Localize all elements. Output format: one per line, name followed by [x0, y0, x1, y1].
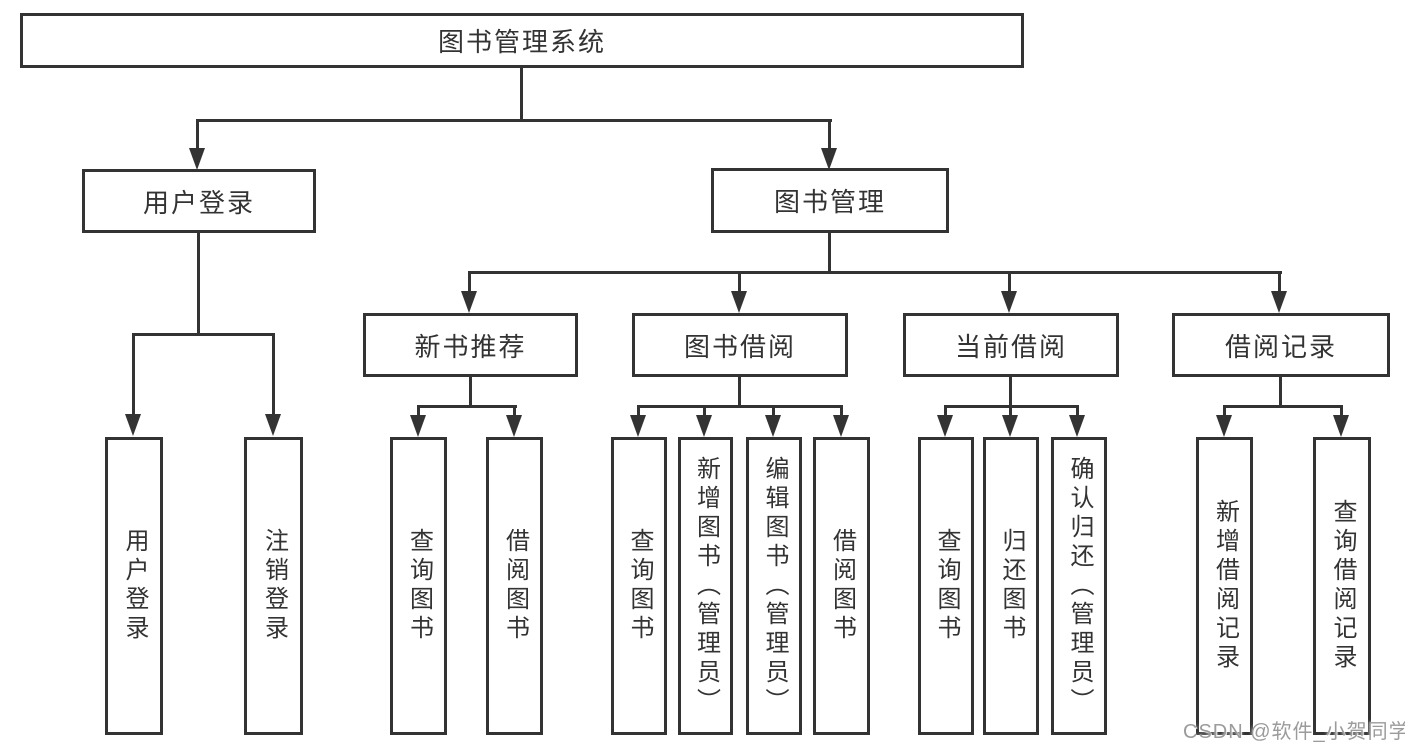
edge-bookmgmt-drop-2 — [738, 271, 741, 293]
edge-currentborrow-arrowhead-2 — [1002, 415, 1018, 437]
edge-userlogin-drop-right — [272, 333, 275, 415]
edge-bookmgmt-drop-3 — [1008, 271, 1011, 293]
edge-bookmgmt-stem — [828, 233, 831, 274]
node-book-borrow-label: 图书借阅 — [683, 331, 796, 362]
leaf-borrow-add-book: 新增图书（管理员） — [678, 437, 733, 735]
node-new-book-rec: 新书推荐 — [363, 313, 578, 377]
leaf-records-query-record-label: 查询借阅记录 — [1329, 499, 1356, 673]
edge-bookmgmt-drop-4 — [1278, 271, 1281, 293]
edge-userlogin-arrowhead-right — [265, 414, 281, 436]
node-book-borrow: 图书借阅 — [632, 313, 848, 377]
edge-bookborrow-arrowhead-2 — [696, 415, 712, 437]
leaf-records-query-record: 查询借阅记录 — [1313, 437, 1371, 735]
edge-borrowrecords-stem — [1279, 377, 1282, 408]
leaf-borrow-borrow-book: 借阅图书 — [813, 437, 870, 735]
edge-root-arrowhead-right — [821, 148, 837, 170]
edge-bookborrow-arrowhead-1 — [630, 415, 646, 437]
edge-bookmgmt-branch — [468, 271, 1282, 274]
edge-currentborrow-stem — [1009, 377, 1012, 408]
node-borrow-records: 借阅记录 — [1172, 313, 1390, 377]
node-book-mgmt: 图书管理 — [711, 168, 949, 233]
leaf-logout-label: 注销登录 — [260, 528, 288, 644]
edge-newbookrec-arrowhead-2 — [506, 415, 522, 437]
leaf-cur-query-book: 查询图书 — [918, 437, 974, 735]
leaf-cur-confirm-return: 确认归还（管理员） — [1051, 437, 1107, 735]
leaf-borrow-borrow-book-label: 借阅图书 — [828, 528, 856, 644]
edge-root-drop-left — [196, 119, 199, 149]
leaf-cur-confirm-return-label: 确认归还（管理员） — [1066, 455, 1093, 717]
edge-newbookrec-arrowhead-1 — [410, 415, 426, 437]
edge-bookmgmt-arrowhead-3 — [1001, 291, 1017, 313]
leaf-records-add-record-label: 新增借阅记录 — [1211, 499, 1239, 673]
edge-currentborrow-drop-1 — [944, 405, 947, 417]
edge-userlogin-branch — [132, 333, 275, 336]
edge-currentborrow-arrowhead-1 — [937, 415, 953, 437]
leaf-user-login: 用户登录 — [105, 437, 163, 735]
edge-userlogin-drop-left — [132, 333, 135, 415]
leaf-borrow-query-book: 查询图书 — [611, 437, 667, 735]
edge-borrowrecords-drop-1 — [1223, 405, 1226, 417]
edge-bookborrow-drop-3 — [772, 405, 775, 417]
node-book-mgmt-label: 图书管理 — [773, 187, 886, 217]
leaf-borrow-edit-book-label: 编辑图书（管理员） — [761, 455, 788, 717]
edge-bookborrow-arrowhead-3 — [765, 415, 781, 437]
edge-root-stem — [520, 68, 523, 122]
edge-currentborrow-drop-3 — [1076, 405, 1079, 417]
edge-root-arrowhead-left — [189, 148, 205, 170]
edge-bookborrow-drop-1 — [637, 405, 640, 417]
edge-bookmgmt-arrowhead-1 — [461, 291, 477, 313]
edge-root-branch — [196, 119, 832, 122]
leaf-cur-return-book-label: 归还图书 — [998, 528, 1025, 644]
edge-borrowrecords-drop-2 — [1340, 405, 1343, 417]
edge-userlogin-stem — [197, 233, 200, 336]
edge-bookborrow-drop-2 — [703, 405, 706, 417]
edge-borrowrecords-arrowhead-2 — [1333, 415, 1349, 437]
edge-borrowrecords-branch — [1223, 405, 1343, 408]
edge-bookborrow-arrowhead-4 — [833, 415, 849, 437]
leaf-cur-query-book-label: 查询图书 — [933, 528, 960, 644]
edge-bookborrow-stem — [738, 377, 741, 408]
leaf-borrow-query-book-label: 查询图书 — [626, 528, 653, 644]
edge-borrowrecords-arrowhead-1 — [1216, 415, 1232, 437]
edge-newbookrec-stem — [469, 377, 472, 408]
leaf-cur-return-book: 归还图书 — [983, 437, 1039, 735]
leaf-user-login-label: 用户登录 — [121, 528, 148, 644]
node-user-login: 用户登录 — [82, 169, 316, 233]
edge-newbookrec-branch — [417, 405, 517, 408]
edge-currentborrow-arrowhead-3 — [1069, 415, 1085, 437]
leaf-borrow-edit-book: 编辑图书（管理员） — [746, 437, 802, 735]
node-current-borrow: 当前借阅 — [903, 313, 1119, 377]
leaf-rec-borrow-book-label: 借阅图书 — [501, 528, 529, 644]
edge-bookmgmt-arrowhead-2 — [731, 291, 747, 313]
node-user-login-label: 用户登录 — [142, 187, 255, 218]
node-current-borrow-label: 当前借阅 — [954, 331, 1067, 362]
edge-bookmgmt-drop-1 — [468, 271, 471, 293]
edge-newbookrec-drop-2 — [513, 405, 516, 417]
leaf-borrow-add-book-label: 新增图书（管理员） — [692, 455, 720, 717]
leaf-records-add-record: 新增借阅记录 — [1196, 437, 1253, 735]
edge-root-drop-right — [828, 119, 831, 149]
edge-bookborrow-drop-4 — [840, 405, 843, 417]
leaf-logout: 注销登录 — [244, 437, 303, 735]
edge-bookborrow-branch — [637, 405, 843, 408]
leaf-rec-query-book: 查询图书 — [390, 437, 447, 735]
edge-bookmgmt-arrowhead-4 — [1271, 291, 1287, 313]
edge-userlogin-arrowhead-left — [125, 414, 141, 436]
leaf-rec-borrow-book: 借阅图书 — [486, 437, 543, 735]
edge-currentborrow-drop-2 — [1009, 405, 1012, 417]
edge-newbookrec-drop-1 — [417, 405, 420, 417]
leaf-rec-query-book-label: 查询图书 — [405, 528, 433, 644]
node-root-label: 图书管理系统 — [437, 27, 606, 57]
node-borrow-records-label: 借阅记录 — [1224, 331, 1337, 362]
node-root: 图书管理系统 — [20, 13, 1024, 68]
watermark: CSDN @软件_小贺同学 — [1183, 721, 1405, 743]
node-new-book-rec-label: 新书推荐 — [414, 331, 527, 362]
